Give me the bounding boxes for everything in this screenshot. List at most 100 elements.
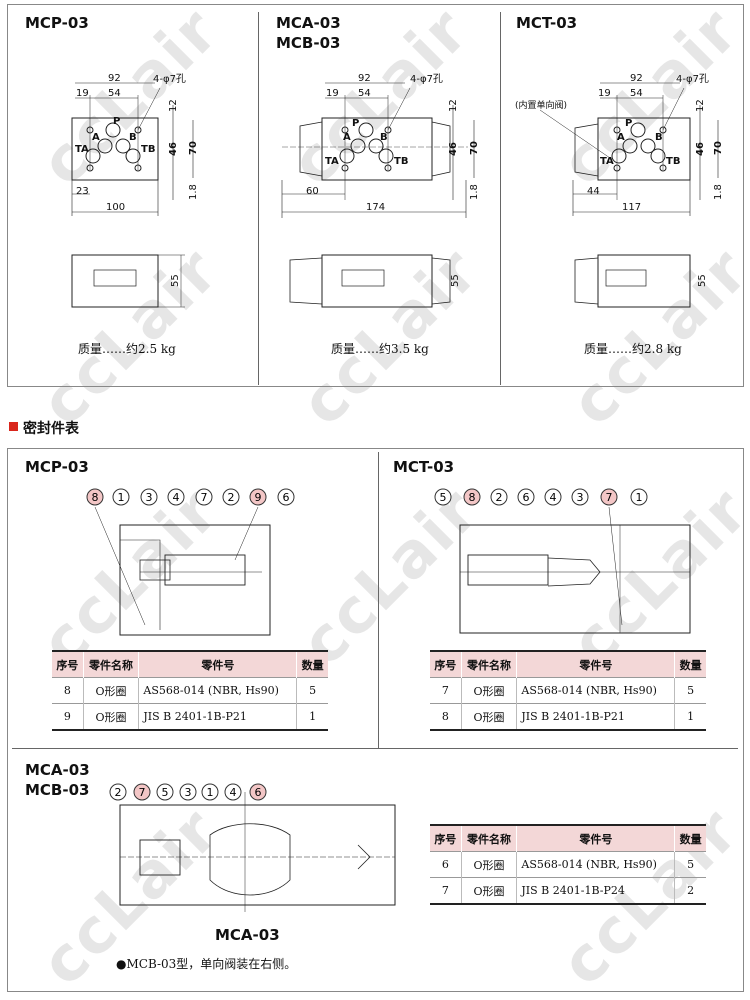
callout-8: 8 — [86, 488, 104, 506]
label: 19 — [76, 88, 89, 99]
label: 8 — [52, 677, 84, 704]
label: 5 — [162, 786, 169, 799]
label: 6 — [255, 786, 262, 799]
label: JIS B 2401-1B-P21 — [138, 703, 298, 730]
label: 44 — [587, 186, 600, 197]
label: AS568-014 (NBR, Hs90) — [516, 677, 676, 704]
panel-title-mcp: MCP-03 — [25, 14, 89, 32]
panel-title-mca: MCA-03 — [276, 14, 341, 32]
label: O形圈 — [461, 677, 518, 704]
label: 7 — [606, 491, 613, 504]
label: 12 — [168, 99, 179, 112]
label: 4-φ7孔 — [153, 73, 186, 85]
weight-mcp: 质量……约2.5 kg — [78, 342, 176, 356]
callout-6: 6 — [517, 488, 535, 506]
label: TB — [394, 156, 408, 167]
label: B — [129, 132, 137, 143]
label: TA — [600, 156, 614, 167]
label: 19 — [598, 88, 611, 99]
label: 2 — [115, 786, 122, 799]
label: 70 — [469, 141, 480, 155]
label: 9 — [255, 491, 262, 504]
label: 12 — [695, 99, 706, 112]
dimension-drawings: 92 19 54 4-φ7孔 P A B TA TB 23 100 12 46 … — [71, 73, 724, 308]
label: 5 — [296, 677, 328, 704]
callout-1: 1 — [112, 488, 130, 506]
mca-caption: MCA-03 — [215, 926, 280, 944]
callout-3: 3 — [571, 488, 589, 506]
label: O形圈 — [461, 703, 518, 730]
label: 8 — [469, 491, 476, 504]
dimension-frame — [7, 4, 744, 387]
label: (内置单向阀) — [515, 99, 567, 111]
label: 7 — [201, 491, 208, 504]
label: 5 — [674, 851, 706, 878]
label: 46 — [168, 142, 179, 156]
label: P — [625, 118, 632, 129]
label: AS568-014 (NBR, Hs90) — [138, 677, 298, 704]
label: 数量 — [674, 825, 706, 852]
label: 1 — [674, 703, 706, 730]
label: A — [343, 132, 351, 143]
label: 92 — [358, 73, 371, 84]
divider — [258, 12, 259, 385]
seal-title-mcp: MCP-03 — [25, 458, 89, 476]
section-heading: 密封件表 — [23, 421, 79, 437]
label: TA — [75, 144, 89, 155]
label: TA — [325, 156, 339, 167]
label: 92 — [630, 73, 643, 84]
callout-7: 7 — [195, 488, 213, 506]
callout-6: 6 — [277, 488, 295, 506]
callout-2: 2 — [109, 783, 127, 801]
callout-2: 2 — [490, 488, 508, 506]
label: 1 — [118, 491, 125, 504]
label: 8 — [430, 703, 462, 730]
weight-mct: 质量……约2.8 kg — [584, 342, 682, 356]
label: 4-φ7孔 — [410, 73, 443, 85]
label: 4 — [550, 491, 557, 504]
callout-1: 1 — [201, 783, 219, 801]
label: 19 — [326, 88, 339, 99]
callout-5: 5 — [434, 488, 452, 506]
label: 54 — [358, 88, 371, 99]
label: 零件号 — [516, 651, 676, 678]
label: 2 — [496, 491, 503, 504]
label: 8 — [92, 491, 99, 504]
label: 4 — [230, 786, 237, 799]
mcp-drawing — [71, 82, 194, 308]
seal-title-mca: MCA-03 — [25, 761, 90, 779]
label: 零件名称 — [461, 651, 518, 678]
label: 2 — [228, 491, 235, 504]
weight-mca: 质量……约3.5 kg — [331, 342, 429, 356]
label: 1 — [296, 703, 328, 730]
label: 70 — [713, 141, 724, 155]
callout-7: 7 — [133, 783, 151, 801]
label: JIS B 2401-1B-P21 — [516, 703, 676, 730]
callout-4: 4 — [544, 488, 562, 506]
callout-3: 3 — [140, 488, 158, 506]
label: 1 — [636, 491, 643, 504]
label: 7 — [430, 877, 462, 904]
label: 46 — [448, 142, 459, 156]
label: AS568-014 (NBR, Hs90) — [516, 851, 676, 878]
label: P — [113, 116, 120, 127]
label: 数量 — [296, 651, 328, 678]
label: 92 — [108, 73, 121, 84]
seal-title-mct: MCT-03 — [393, 458, 455, 476]
label: 7 — [430, 677, 462, 704]
label: 70 — [188, 141, 199, 155]
label: B — [655, 132, 663, 143]
divider — [500, 12, 501, 385]
label: TB — [141, 144, 155, 155]
label: 零件名称 — [461, 825, 518, 852]
label: 1 — [207, 786, 214, 799]
label: O形圈 — [461, 877, 518, 904]
label: 46 — [695, 142, 706, 156]
label: 117 — [622, 202, 641, 213]
callout-6: 6 — [249, 783, 267, 801]
seal-title-mcb: MCB-03 — [25, 781, 90, 799]
divider — [378, 452, 379, 748]
